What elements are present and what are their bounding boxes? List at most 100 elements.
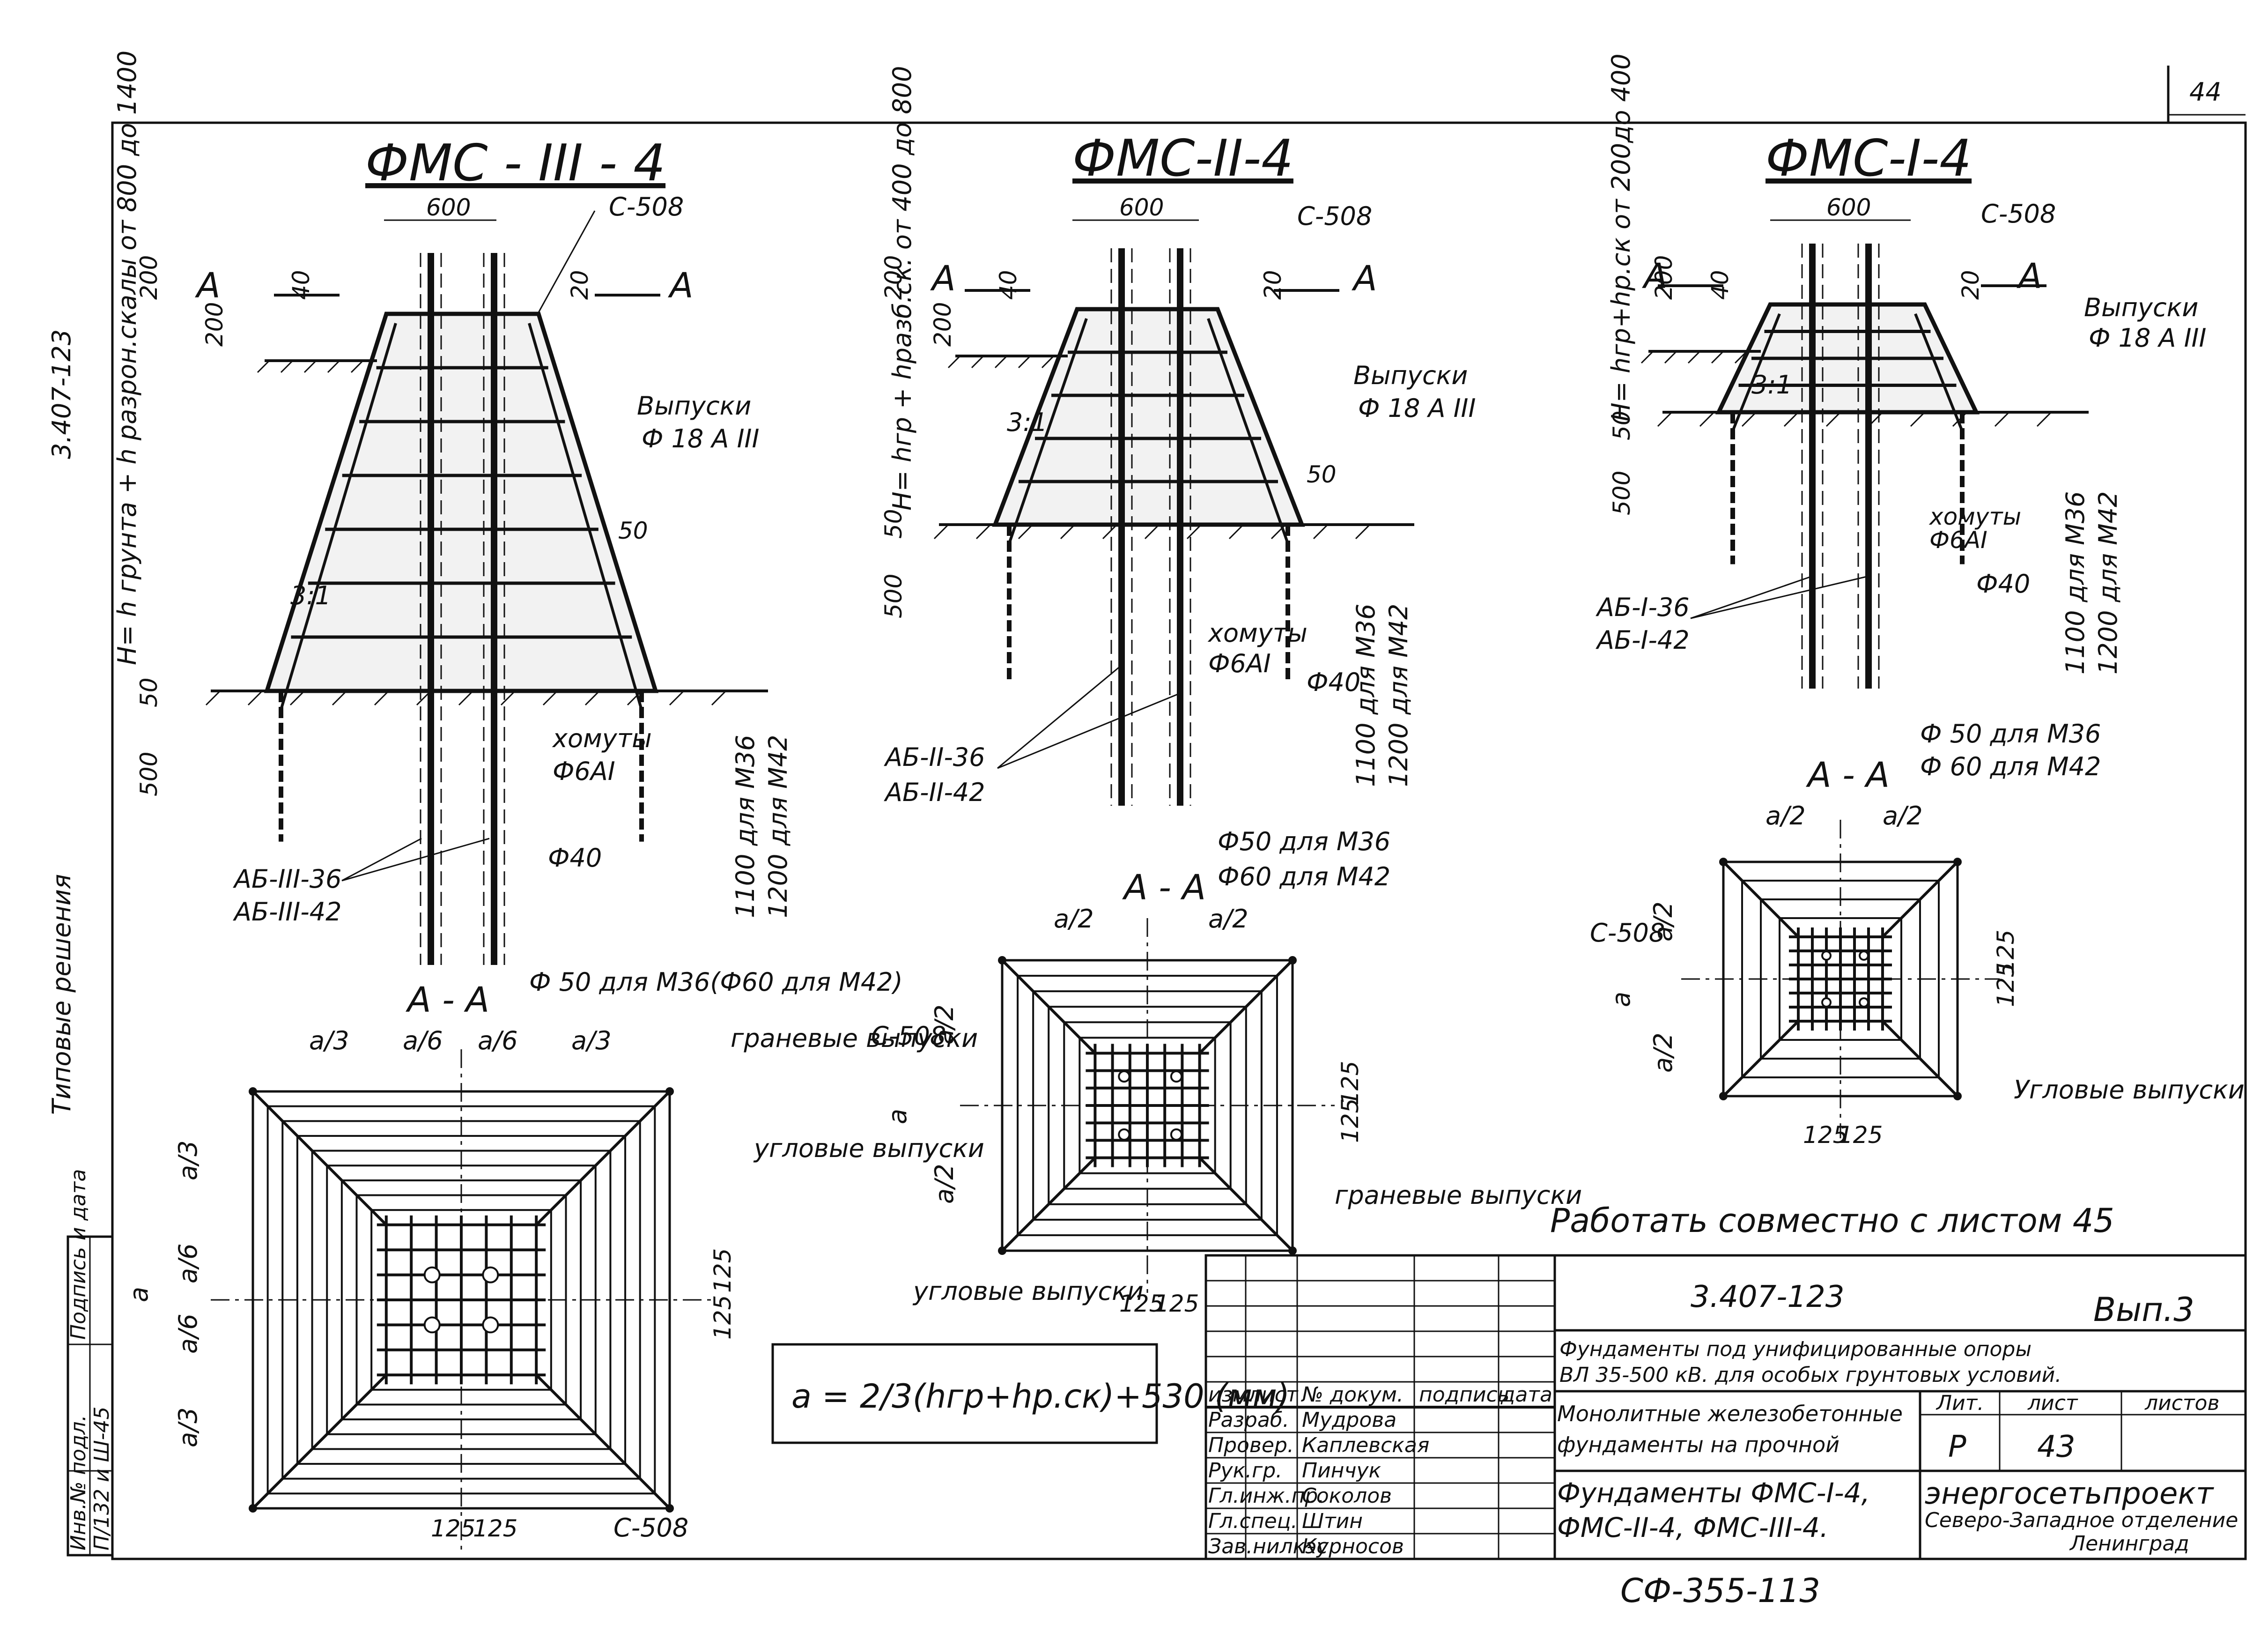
fms2-plan-tag: С-508 [871, 1021, 946, 1051]
fms1-plan-125-t: 125 [1992, 930, 2019, 974]
fms3-plan-a3-b: a/3 [173, 1407, 203, 1447]
fms1-plan-a2-l: a/2 [1766, 801, 1806, 831]
fms2-outlet-right [1207, 318, 1289, 544]
fms2-plan-diag [1001, 959, 1096, 1054]
fms1-plan-corner-outlet [1953, 858, 1962, 866]
fms1-plan-corner-outlet [1719, 858, 1728, 866]
fms1-ground-hatch [1910, 411, 1926, 427]
tb-org-2: Северо-Западное отделение [1925, 1508, 2238, 1532]
fms3-plan-a6-t: a/6 [173, 1243, 203, 1283]
fms1-plan-125-b: 125 [1992, 963, 2019, 1007]
fms1-bolt-diam-1: Ф 50 для М36 [1920, 719, 2101, 749]
fms2-grade-hatch [947, 355, 961, 369]
tb-name-3: Соколов [1302, 1484, 1392, 1508]
fms1-plan-diag [1722, 861, 1800, 938]
tb-role-3: Гл.инж.пр. [1208, 1484, 1324, 1508]
fms3-plan-125-t: 125 [709, 1248, 736, 1293]
tb-desc-2: ВЛ 35-500 кВ. для особых грунтовых услов… [1559, 1363, 2061, 1387]
fms2-outlet-left [1008, 318, 1088, 544]
fms2-plan-title: А - А [1122, 868, 1206, 908]
fms2-bolt-1: АБ-II-36 [884, 742, 985, 772]
fms3-plan-125-r: 125 [473, 1515, 517, 1542]
fms1-sec-a-left: А [1642, 256, 1668, 297]
fms3-grade-hatch [303, 360, 317, 373]
fms1-grade-hatch [1711, 350, 1724, 364]
fms3-plan-corner-outlet [665, 1087, 674, 1096]
tb-head-1: лист [1248, 1383, 1299, 1407]
fms1-dim-50: 50 [1608, 410, 1635, 440]
fms3-ground-hatch [584, 690, 600, 706]
fms3-len-2: 1200 для М42 [763, 735, 793, 918]
fms3-bolt-2: АБ-III-42 [233, 897, 341, 927]
fms2-corner-outlets: угловые выпуски [912, 1276, 1144, 1306]
view-fms1-plan: А - А a/2 a/2 a/2 a/2 a С-508 Угловые вы… [1590, 755, 2245, 1149]
fms2-ground-hatch [1018, 524, 1034, 540]
fms3-dim-200b: 200 [201, 302, 228, 347]
fms2-ground-hatch [933, 524, 949, 540]
fms3-edge-outlets: граневые выпуски [731, 1024, 978, 1053]
fms2-rebar-tag: С-508 [1297, 201, 1372, 231]
fms1-ground-hatch [1783, 411, 1799, 427]
fms3-outlets: Выпуски [637, 391, 751, 421]
fms2-ground-hatch [1186, 524, 1202, 540]
fms1-plan-a2-r: a/2 [1883, 801, 1923, 831]
tb-sheet-head: лист [2027, 1391, 2078, 1415]
fms2-plan-a: a [883, 1109, 912, 1124]
fms3-outlets-d: Ф 18 А III [642, 424, 759, 453]
fms2-grade-hatch [1018, 355, 1031, 369]
tb-role-4: Гл.спец. [1208, 1509, 1298, 1533]
fms3-ground-hatch [374, 690, 390, 706]
side-sign-label: Подпись и дата [66, 1169, 90, 1340]
fms1-grade-hatch [1687, 350, 1701, 364]
fms3-outlet-left [280, 323, 397, 710]
fms3-title: ФМС - III - 4 [365, 134, 665, 193]
fms3-dim-50b: 50 [135, 677, 163, 707]
fms3-plan-a6-r: a/6 [478, 1026, 518, 1055]
fms1-ties: хомуты [1928, 503, 2021, 530]
side-code: 3.407-123 [47, 329, 76, 459]
fms1-plan-diag [1722, 1020, 1800, 1098]
tb-subject: Монолитные железобетонные фундаменты на … [1557, 1401, 1903, 1469]
fms2-plan-diag [1001, 1157, 1096, 1252]
fms2-grade-hatch [994, 355, 1008, 369]
view-fms3-elevation: ФМС - III - 4 600 С-508 А А 200 200 40 2… [112, 51, 903, 997]
fms2-grade-hatch [1041, 355, 1055, 369]
fms2-ground-hatch [1228, 524, 1244, 540]
tb-name-2: Пинчук [1302, 1459, 1381, 1483]
tb-desc-1: Фундаменты под унифицированные опоры [1559, 1337, 2032, 1361]
tb-role-1: Провер. [1208, 1433, 1294, 1457]
tb-lit-head: Лит. [1936, 1391, 1984, 1415]
fms1-plan-corner-outlet [1953, 1092, 1962, 1100]
fms3-ground-hatch [247, 690, 263, 706]
fms1-plan-tag: С-508 [1590, 918, 1665, 948]
fms3-plan-a3-l: a/3 [309, 1026, 349, 1055]
fms1-plan-a2-t: a/2 [1648, 901, 1678, 942]
view-fms3-plan: А - А a/3 a/6 a/6 a/3 a/3 a/6 a/6 a/3 a … [124, 980, 984, 1550]
fms3-plan-bolt-hole [482, 1316, 499, 1334]
fms2-ties: хомуты [1207, 618, 1308, 648]
fms3-plan-diag [251, 1090, 387, 1226]
fms1-grade-hatch [1664, 350, 1677, 364]
fms2-plan-a2-b: a/2 [930, 1164, 959, 1204]
page-number: 44 [2189, 77, 2222, 107]
tb-issue: Вып.3 [2093, 1291, 2194, 1329]
fms1-plan-corner-outlet [1719, 1092, 1728, 1100]
fms2-bolt-leader-2 [997, 692, 1181, 769]
fms3-rebar-leader [533, 210, 596, 321]
fms1-corner-outlets: Угловые выпуски [2014, 1075, 2245, 1105]
fms2-grade-hatch [971, 355, 984, 369]
fms3-outlet-right [528, 323, 643, 710]
side-typical: Типовые решения [47, 874, 76, 1115]
fms2-outlets: Выпуски [1353, 361, 1468, 390]
side-stamp-table: Подпись и дата Инв.№ подл. П/132 и Ш-45 [66, 1169, 114, 1557]
fms1-bolt-leader-1 [1690, 575, 1813, 619]
fms1-bolt-leader-2 [1690, 575, 1869, 619]
fms2-dim-200a: 200 [880, 255, 907, 300]
fms3-plan-125-l: 125 [431, 1515, 475, 1542]
fms3-plan-a3-t: a/3 [173, 1140, 203, 1180]
fms2-ground-hatch [1060, 524, 1076, 540]
fms3-plan-corner-outlet [665, 1504, 674, 1513]
fms2-plan-diag [1198, 1157, 1294, 1252]
fms3-bolt-leader-2 [341, 838, 490, 882]
note-work-with-sheet: Работать совместно с листом 45 [1550, 1202, 2114, 1240]
